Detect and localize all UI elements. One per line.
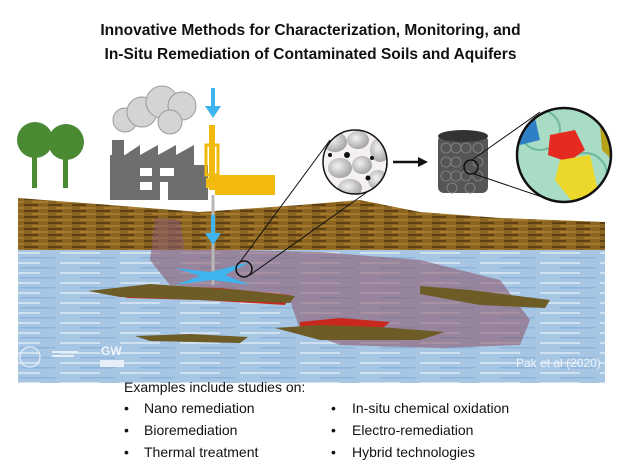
bullet: •: [331, 422, 336, 438]
soil-layer: [18, 198, 605, 250]
bullet: •: [331, 400, 336, 416]
arrow-down-icon: [205, 88, 221, 245]
bullet: •: [124, 400, 129, 416]
politecnico-logo: [19, 346, 78, 368]
clay-lens: [420, 286, 550, 308]
clay-lens: [275, 325, 445, 340]
title-line-1: Innovative Methods for Characterization,…: [100, 22, 521, 39]
micro-ct-inset: [517, 108, 611, 202]
bullet: •: [124, 422, 129, 438]
example-item: Bioremediation: [144, 422, 238, 438]
drilling-rig-icon: [204, 125, 275, 195]
bullet: •: [124, 444, 129, 460]
core-sample-icon: [438, 130, 488, 194]
tree-icon: [17, 122, 84, 188]
factory-icon: [110, 140, 208, 200]
bullet: •: [331, 444, 336, 460]
example-item: Thermal treatment: [144, 444, 259, 460]
example-item: Hybrid technologies: [352, 444, 475, 460]
injection-spray: [175, 262, 250, 285]
pore-scale-inset: [323, 130, 387, 194]
arrow-right-icon: [393, 157, 428, 167]
svg-text:GW: GW: [101, 344, 122, 358]
contamination-plume: [150, 218, 530, 348]
example-item: Electro-remediation: [352, 422, 474, 438]
citation-credit: Pak et al (2020): [516, 356, 601, 370]
clay-lens: [135, 334, 248, 343]
example-item: Nano remediation: [144, 400, 255, 416]
clay-lens: [88, 284, 295, 303]
smoke-cloud-icon: [112, 85, 197, 135]
title-line-2: In-Situ Remediation of Contaminated Soil…: [104, 46, 517, 63]
examples-intro: Examples include studies on:: [124, 379, 306, 395]
gw-logo: GW: [100, 344, 124, 367]
example-item: In-situ chemical oxidation: [352, 400, 510, 416]
zoom-target-circle: [235, 260, 253, 278]
